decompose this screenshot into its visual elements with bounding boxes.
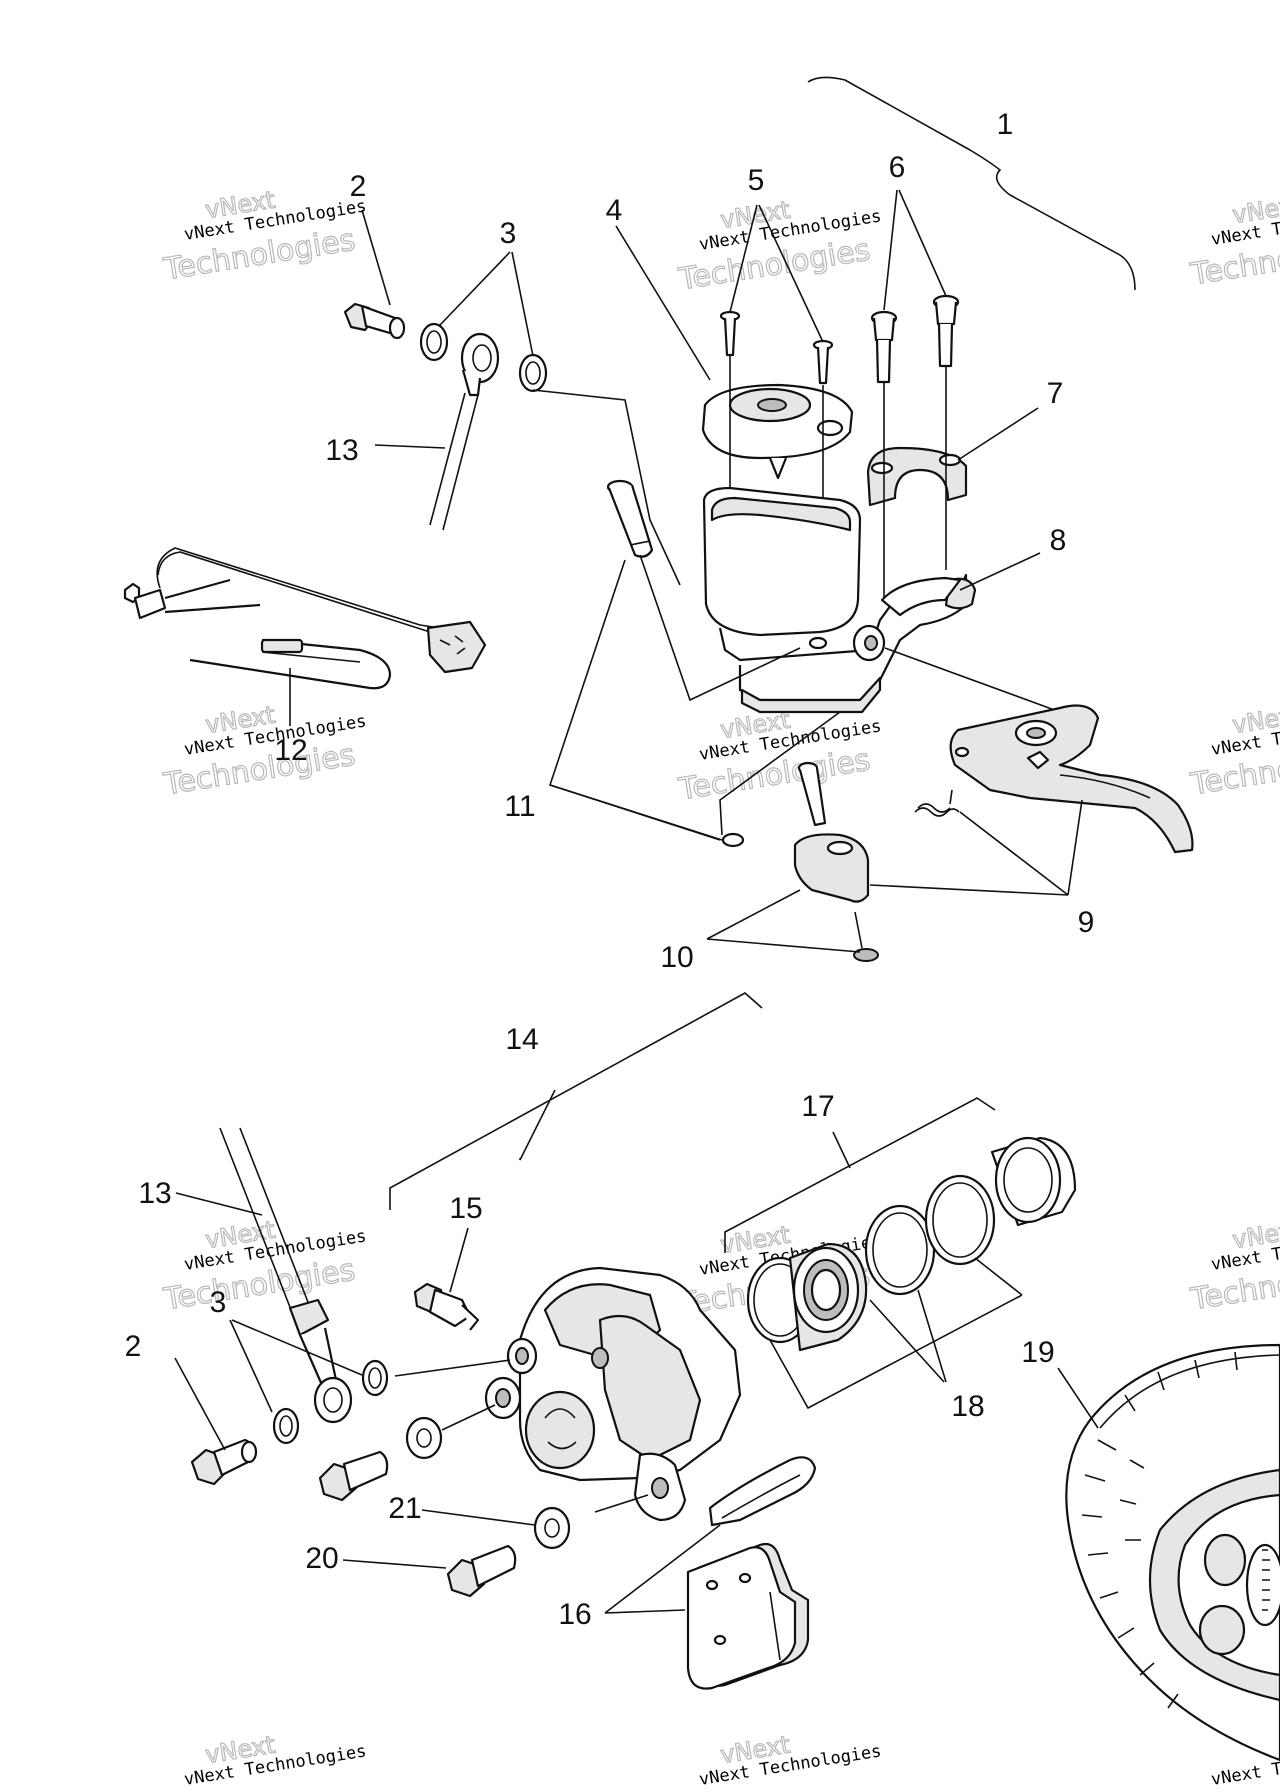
circlip-part (853, 948, 879, 962)
watermark: vNext vNext Technologies Technologies (160, 700, 368, 803)
piston-seal-part (872, 1212, 928, 1288)
reservoir-screw-part (812, 339, 834, 385)
leader-lines (174, 189, 1099, 1614)
assembly-14-bracket (389, 992, 763, 1210)
guide-line (719, 711, 841, 836)
callout-2: 2 (350, 170, 367, 203)
brake-lever-part (949, 704, 1194, 854)
clamp-bolt-part (870, 310, 898, 384)
callout-5: 5 (748, 164, 765, 197)
caliper-washer-part (533, 1506, 571, 1550)
brake-line-part (429, 332, 500, 531)
caliper-bolt-part (318, 1450, 389, 1502)
callout-4: 4 (606, 194, 623, 227)
callout-16: 16 (558, 1598, 591, 1631)
callout-7: 7 (1047, 377, 1064, 410)
piston-part (990, 1136, 1077, 1227)
watermark: vNext vNext Technologies Technologies (1187, 1215, 1280, 1318)
callout-12: 12 (274, 734, 307, 767)
callout-13: 13 (325, 434, 358, 467)
piston-part (788, 1242, 868, 1352)
callout-3: 3 (500, 217, 517, 250)
circlip-part (721, 832, 745, 848)
callout-2b: 2 (125, 1330, 142, 1363)
lever-spring-part (914, 789, 960, 817)
caliper-washer-part (544, 1518, 560, 1538)
callout-11: 11 (504, 790, 535, 823)
watermark: vNext vNext Technologies Technologies (675, 195, 883, 298)
piston-seal-part (864, 1204, 936, 1296)
brake-disc-part (1065, 1343, 1280, 1762)
callout-3b: 3 (210, 1286, 227, 1319)
watermark: vNext vNext Technologies Technologies (160, 185, 368, 288)
reservoir-screw-part (719, 310, 741, 357)
caliper-body-part (484, 1266, 742, 1522)
guide-line (639, 554, 801, 702)
guide-line (884, 647, 1061, 713)
callout-10: 10 (660, 941, 693, 974)
guide-line (974, 1257, 1023, 1296)
guide-line (441, 1404, 496, 1431)
caliper-washer-part (416, 1428, 432, 1448)
crush-washer-part (279, 1415, 293, 1437)
callout-17: 17 (801, 1090, 834, 1123)
brake-light-switch-part (123, 547, 487, 690)
crush-washer-part (419, 322, 449, 362)
clamp-upper-part (866, 446, 968, 507)
callout-1: 1 (997, 108, 1014, 141)
callout-19: 19 (1021, 1336, 1054, 1369)
lever-pin-part (797, 761, 827, 827)
caliper-mount-bolt-part (446, 1544, 517, 1598)
guide-line (854, 911, 863, 949)
brake-pad-part (686, 1542, 810, 1690)
guide-line (769, 1294, 1023, 1410)
crush-washer-part (368, 1367, 382, 1389)
guide-line (532, 389, 681, 586)
assembly-1-bracket (807, 76, 1136, 291)
pad-spring-part (708, 1456, 817, 1527)
callout-18: 18 (951, 1390, 984, 1423)
watermark: vNext vNext Technologies Technologies (1187, 190, 1280, 293)
guide-line (394, 1359, 511, 1377)
clamp-bolt-part (932, 294, 960, 368)
guide-line (594, 1494, 649, 1513)
piston-seal-part (932, 1182, 988, 1258)
reservoir-cover-part (701, 383, 854, 480)
watermark: vNext vNext Technologies (698, 1730, 883, 1790)
callout-9: 9 (1078, 906, 1095, 939)
banjo-bolt-part (343, 302, 406, 340)
crush-washer-part (426, 330, 442, 354)
caliper-washer-part (405, 1416, 443, 1460)
crush-washer-part (361, 1359, 389, 1397)
crush-washer-part (518, 353, 548, 393)
crush-washer-part (525, 361, 541, 385)
callout-14: 14 (505, 1023, 538, 1056)
assembly-17-bracket (724, 1097, 996, 1253)
lever-block-part (793, 833, 870, 903)
pivot-pin-part (606, 479, 654, 558)
callout-21: 21 (388, 1492, 421, 1525)
bleeder-valve-part (413, 1282, 480, 1331)
callout-13b: 13 (138, 1177, 171, 1210)
callout-15: 15 (449, 1192, 482, 1225)
callout-8: 8 (1050, 524, 1067, 557)
callout-labels: 1 2 3 4 5 6 7 8 13 12 11 10 9 14 17 13 1… (125, 108, 1095, 1631)
banjo-bolt-part (190, 1438, 258, 1486)
watermark: vNext vNext Technologies Technologies (1187, 700, 1280, 803)
watermark: vNext vNext Technologies Technologies (160, 1215, 368, 1318)
callout-20: 20 (305, 1542, 338, 1575)
master-cylinder-body-part (702, 486, 977, 714)
callout-6: 6 (889, 151, 906, 184)
crush-washer-part (272, 1407, 300, 1445)
watermark: vNext vNext Technologies (183, 1730, 368, 1790)
piston-seal-part (924, 1174, 996, 1266)
